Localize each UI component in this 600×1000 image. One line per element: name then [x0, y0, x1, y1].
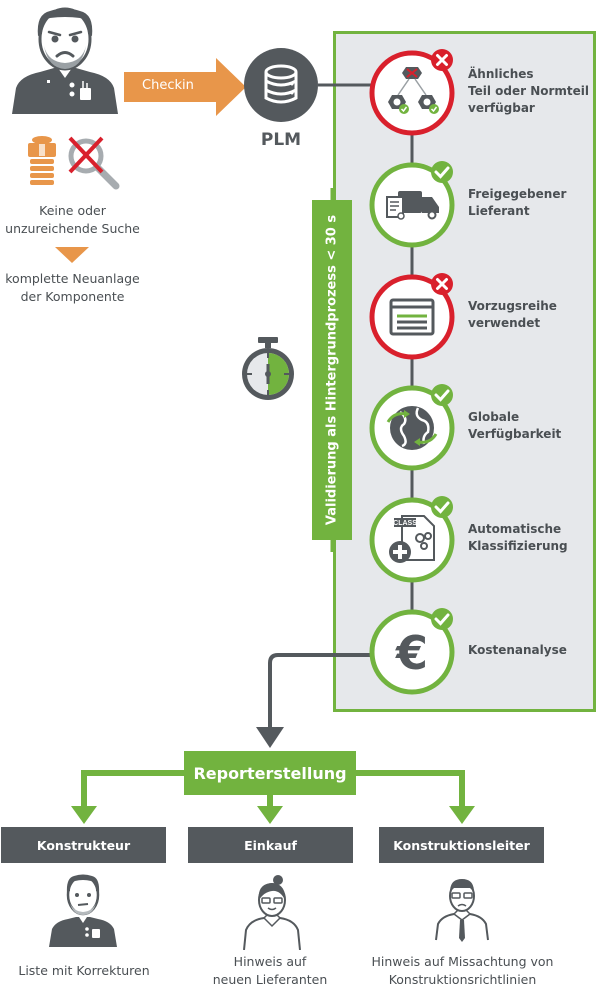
cost-to-report-line: [268, 653, 370, 728]
caption-line: neuen Lieferanten: [212, 972, 328, 987]
caption-konstruktionsleiter: Hinweis auf Missachtung von Konstruktion…: [355, 953, 570, 989]
step-node: [369, 273, 455, 360]
purchaser-avatar-icon: [243, 875, 301, 950]
step-label-line: Globale: [468, 410, 520, 424]
search-caption-line1: Keine oder: [39, 203, 106, 218]
recipient-label: Einkauf: [244, 837, 297, 853]
step-node: [369, 49, 455, 136]
screw-fitting-icon: [28, 136, 56, 185]
check-badge-icon: [431, 384, 453, 406]
designer-avatar-icon: [12, 7, 118, 114]
check-badge-icon: [431, 496, 453, 518]
recipient-label: Konstruktionsleiter: [393, 837, 530, 853]
recipient-konstrukteur: Konstrukteur: [1, 827, 166, 863]
validation-time-bar: Validierung als Hintergrundprozess < 30 …: [312, 200, 352, 540]
checkin-arrow-shape: [124, 58, 246, 116]
result-caption-line1: komplette Neuanlage: [5, 271, 140, 286]
step-label-line: Freigegebener: [468, 187, 567, 201]
caption-line: Hinweis auf Missachtung von: [371, 954, 554, 969]
search-caption: Keine oder unzureichende Suche: [0, 202, 145, 238]
designer-small-avatar-icon: [49, 874, 117, 947]
manager-avatar-icon: [435, 879, 489, 942]
stopwatch-icon: [242, 337, 294, 400]
step-label-line: Verfügbarkeit: [468, 427, 562, 441]
step-node: [369, 384, 455, 471]
euro-icon: €: [395, 626, 428, 680]
globe-icon: [386, 406, 438, 450]
caption-einkauf: Hinweis auf neuen Lieferanten: [185, 953, 355, 989]
class-document-icon: CLASS: [389, 515, 435, 563]
search-caption-line2: unzureichende Suche: [5, 221, 140, 236]
recipient-einkauf: Einkauf: [188, 827, 353, 863]
validation-time-label: Validierung als Hintergrundprozess < 30 …: [324, 214, 340, 526]
database-icon: [264, 64, 298, 104]
check-badge-icon: [431, 608, 453, 630]
step-label: Kostenanalyse: [468, 642, 567, 659]
check-badge-icon: [431, 161, 453, 183]
step-label: Vorzugsreihe verwendet: [468, 298, 557, 332]
search-failed-icon: [68, 136, 120, 190]
arrow-einkauf-head: [257, 806, 283, 824]
parts-hierarchy-icon: [388, 67, 439, 114]
arrow-konstrukteur-line: [81, 770, 184, 810]
plm-label: PLM: [260, 130, 302, 150]
step-node: [369, 161, 455, 248]
fail-badge-icon: [431, 273, 453, 295]
validation-panel: [333, 31, 596, 712]
report-node: Reporterstellung: [184, 751, 356, 795]
step-node: €: [369, 608, 455, 695]
down-triangle-icon: [55, 247, 89, 263]
step-label-line: verfügbar: [468, 100, 535, 115]
caption-line: Liste mit Korrekturen: [18, 963, 150, 978]
caption-line: Konstruktionsrichtlinien: [388, 972, 537, 987]
arrow-konstruktionsleiter-head: [449, 806, 475, 824]
step-label-line: Ähnliches: [468, 66, 534, 81]
step-label-line: Klassifizierung: [468, 539, 568, 553]
recipient-konstruktionsleiter: Konstruktionsleiter: [379, 827, 544, 863]
recipient-label: Konstrukteur: [36, 837, 131, 853]
step-label-line: Automatische: [468, 522, 562, 536]
fail-badge-icon: [431, 49, 453, 71]
step-label-line: Kostenanalyse: [468, 642, 567, 657]
arrow-konstrukteur-head: [71, 806, 97, 824]
truck-certificate-icon: [386, 191, 439, 220]
step-label-line: Lieferant: [468, 204, 530, 218]
report-label: Reporterstellung: [193, 763, 347, 783]
caption-konstrukteur: Liste mit Korrekturen: [0, 962, 168, 980]
report-arrow-head: [256, 727, 284, 748]
checkin-arrow: Checkin: [124, 58, 248, 116]
step-label-line: Teil oder Normteil: [468, 83, 590, 98]
checkin-label: Checkin: [142, 78, 194, 93]
plm-node: [244, 48, 318, 122]
step-label-line: Vorzugsreihe: [468, 299, 557, 313]
result-caption-line2: der Komponente: [20, 289, 125, 304]
caption-line: Hinweis auf: [233, 954, 307, 969]
window-list-icon: [389, 298, 435, 336]
arrow-konstruktionsleiter-line: [356, 770, 465, 810]
svg-text:€: €: [395, 626, 428, 680]
step-label-line: verwendet: [468, 316, 541, 330]
step-node: CLASS: [369, 496, 455, 583]
svg-text:CLASS: CLASS: [393, 520, 417, 527]
result-caption: komplette Neuanlage der Komponente: [0, 270, 145, 306]
